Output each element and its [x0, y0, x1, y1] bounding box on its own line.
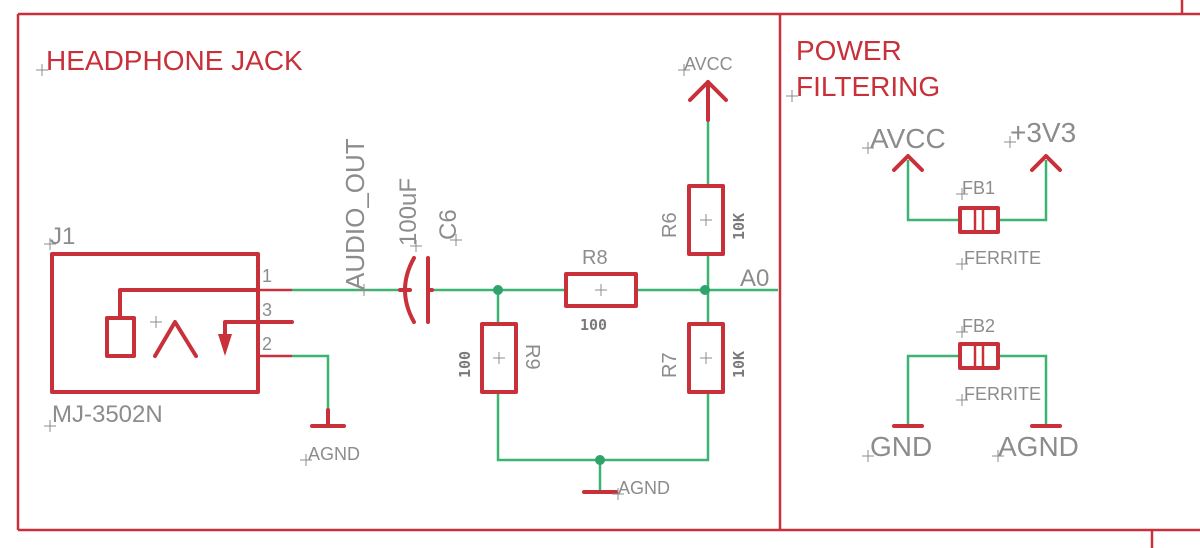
fb2-left-supply-label: GND	[870, 431, 932, 462]
origin-marker	[36, 64, 48, 76]
jack-part-label: MJ-3502N	[52, 401, 163, 428]
audio-out-net-label: AUDIO_OUT	[340, 138, 370, 290]
ferrite-icon	[958, 342, 1000, 370]
jack-agnd-net[interactable]	[292, 354, 330, 426]
r8-value-label: 100	[580, 316, 607, 334]
supply-arrow-icon	[892, 154, 924, 172]
agnd-bottom-label: AGND	[618, 478, 670, 498]
a0-net-label: A0	[740, 265, 769, 292]
jack-contact	[153, 320, 198, 358]
r7-ref-label: R7	[659, 352, 681, 378]
r9-value-label: 100	[456, 351, 474, 378]
avcc-supply-symbol[interactable]	[688, 80, 728, 122]
capacitor-c6[interactable]	[398, 256, 434, 324]
fb1-3v3-supply-symbol[interactable]	[1030, 154, 1062, 172]
jack-pin3-number: 3	[262, 300, 272, 320]
fb1-right-supply-label: +3V3	[1010, 117, 1076, 148]
headphone-jack-title: HEADPHONE JACK	[46, 45, 303, 76]
avcc-top-label: AVCC	[684, 54, 733, 74]
fb2-ref-label: FB2	[962, 316, 995, 336]
r7-value-label: 10K	[730, 351, 748, 378]
power-filtering-title-line1: POWER	[796, 35, 902, 66]
jack-arrow-icon	[218, 334, 232, 356]
r6-ref-label: R6	[659, 212, 681, 238]
capacitor-ref-label: C6	[435, 209, 462, 240]
capacitor-value-label: 100uF	[395, 178, 422, 246]
sheet-frame	[16, 0, 1200, 548]
jack-tip-lead	[118, 288, 260, 320]
jack-sleeve	[105, 316, 136, 358]
junction-dot	[700, 285, 710, 295]
ferrite-bead-fb1[interactable]	[958, 206, 1000, 234]
r8-ref-label: R8	[582, 247, 608, 269]
jack-ref-label: J1	[50, 223, 75, 250]
agnd-jack-ground-symbol[interactable]	[310, 408, 346, 428]
fb2-value-label: FERRITE	[964, 384, 1041, 404]
r6-value-label: 10K	[730, 213, 748, 240]
fb1-left-supply-label: AVCC	[870, 123, 946, 154]
jack-pin2-number: 2	[262, 334, 272, 354]
cap-curved-plate	[403, 256, 416, 324]
junction-dot	[493, 285, 503, 295]
resistor-r8[interactable]	[564, 272, 638, 308]
resistor-r6[interactable]	[687, 184, 725, 256]
headphone-jack-j1[interactable]	[50, 252, 294, 394]
power-filtering-title-line2: FILTERING	[796, 71, 940, 102]
fb1-value-label: FERRITE	[964, 248, 1041, 268]
supply-arrow-icon	[1030, 154, 1062, 172]
resistor-r7[interactable]	[687, 322, 725, 394]
fb1-avcc-supply-symbol[interactable]	[892, 154, 924, 172]
ferrite-bead-fb2[interactable]	[958, 342, 1000, 370]
fb1-ref-label: FB1	[962, 178, 995, 198]
r9-ref-label: R9	[521, 344, 543, 370]
origin-marker	[786, 90, 798, 102]
jack-pin1-number: 1	[262, 266, 272, 286]
fb2-right-supply-label: AGND	[998, 431, 1079, 462]
fb2-net[interactable]	[906, 354, 1048, 424]
fb1-net[interactable]	[906, 160, 1048, 222]
ferrite-icon	[958, 206, 1000, 234]
agnd-jack-label: AGND	[308, 444, 360, 464]
resistor-r9[interactable]	[480, 322, 518, 394]
junction-dot	[595, 455, 605, 465]
